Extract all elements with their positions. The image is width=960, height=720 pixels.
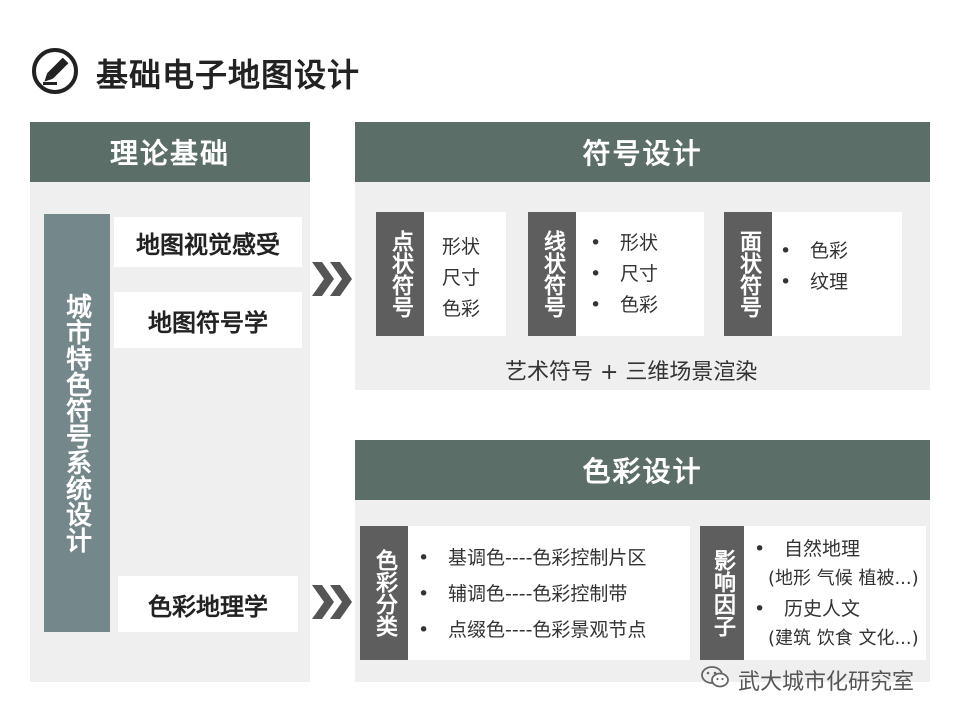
theory-side-bar: 城市特色符号系统设计 (44, 214, 110, 632)
symbol-header-label: 符号设计 (582, 137, 703, 170)
area-symbol-list: 色彩 纹理 (780, 236, 848, 298)
list-item: 尺寸 (442, 267, 481, 289)
color-header-label: 色彩设计 (582, 455, 703, 488)
theory-header-label: 理论基础 (109, 137, 230, 170)
list-item: 历史人文 (754, 594, 919, 624)
theory-item-symbology-label: 地图符号学 (148, 308, 268, 337)
list-item: 形状 (442, 236, 481, 258)
theory-item-visual-label: 地图视觉感受 (136, 230, 280, 259)
list-item: 纹理 (780, 267, 848, 298)
line-symbol-tag: 线状符号 (528, 212, 576, 336)
symbol-footer-text: 艺术符号 + 三维场景渲染 (505, 360, 758, 385)
theory-item-symbology: 地图符号学 (114, 292, 302, 348)
line-symbol-list: 形状 尺寸 色彩 (590, 228, 658, 321)
theory-item-color-geo: 色彩地理学 (118, 576, 298, 632)
theory-side-label: 城市特色符号系统设计 (61, 293, 92, 553)
line-symbol-tag-label: 线状符号 (540, 230, 565, 318)
list-item: 辅调色----色彩控制带 (418, 576, 646, 612)
area-symbol-tag-label: 面状符号 (736, 230, 761, 318)
symbol-header: 符号设计 (355, 122, 930, 182)
theory-header: 理论基础 (30, 122, 310, 182)
color-classify-tag: 色彩分类 (360, 526, 408, 660)
wechat-icon (700, 664, 730, 696)
list-item: 基调色----色彩控制片区 (418, 540, 646, 576)
list-item: 色彩 (780, 236, 848, 267)
list-item-note: (建筑 饮食 文化...) (768, 628, 919, 649)
list-item-note: (地形 气候 植被...) (768, 568, 919, 589)
double-chevron-right-icon (312, 262, 354, 296)
list-item: 色彩 (442, 298, 481, 320)
factor-tag: 影响因子 (700, 526, 744, 660)
pencil-circle-icon (30, 46, 80, 96)
list-item: 形状 (590, 228, 658, 259)
color-classify-tag-label: 色彩分类 (372, 549, 397, 637)
watermark: 武大城市化研究室 (700, 664, 914, 696)
theory-item-visual: 地图视觉感受 (114, 217, 302, 267)
point-symbol-tag: 点状符号 (376, 212, 424, 336)
theory-item-color-geo-label: 色彩地理学 (148, 592, 268, 621)
double-chevron-right-icon (312, 585, 354, 619)
factor-list: 自然地理 (地形 气候 植被...) 历史人文 (建筑 饮食 文化...) (754, 534, 919, 654)
page-title: 基础电子地图设计 (96, 56, 361, 94)
factor-tag-label: 影响因子 (710, 549, 735, 637)
point-symbol-tag-label: 点状符号 (388, 230, 413, 318)
point-symbol-list: 形状 尺寸 色彩 (442, 232, 480, 325)
list-item: 自然地理 (754, 534, 919, 564)
color-header: 色彩设计 (355, 440, 930, 500)
area-symbol-tag: 面状符号 (724, 212, 772, 336)
list-item: 色彩 (590, 290, 658, 321)
list-item: 尺寸 (590, 259, 658, 290)
color-classify-list: 基调色----色彩控制片区 辅调色----色彩控制带 点缀色----色彩景观节点 (418, 540, 646, 648)
list-item: 点缀色----色彩景观节点 (418, 612, 646, 648)
watermark-text: 武大城市化研究室 (738, 670, 915, 695)
